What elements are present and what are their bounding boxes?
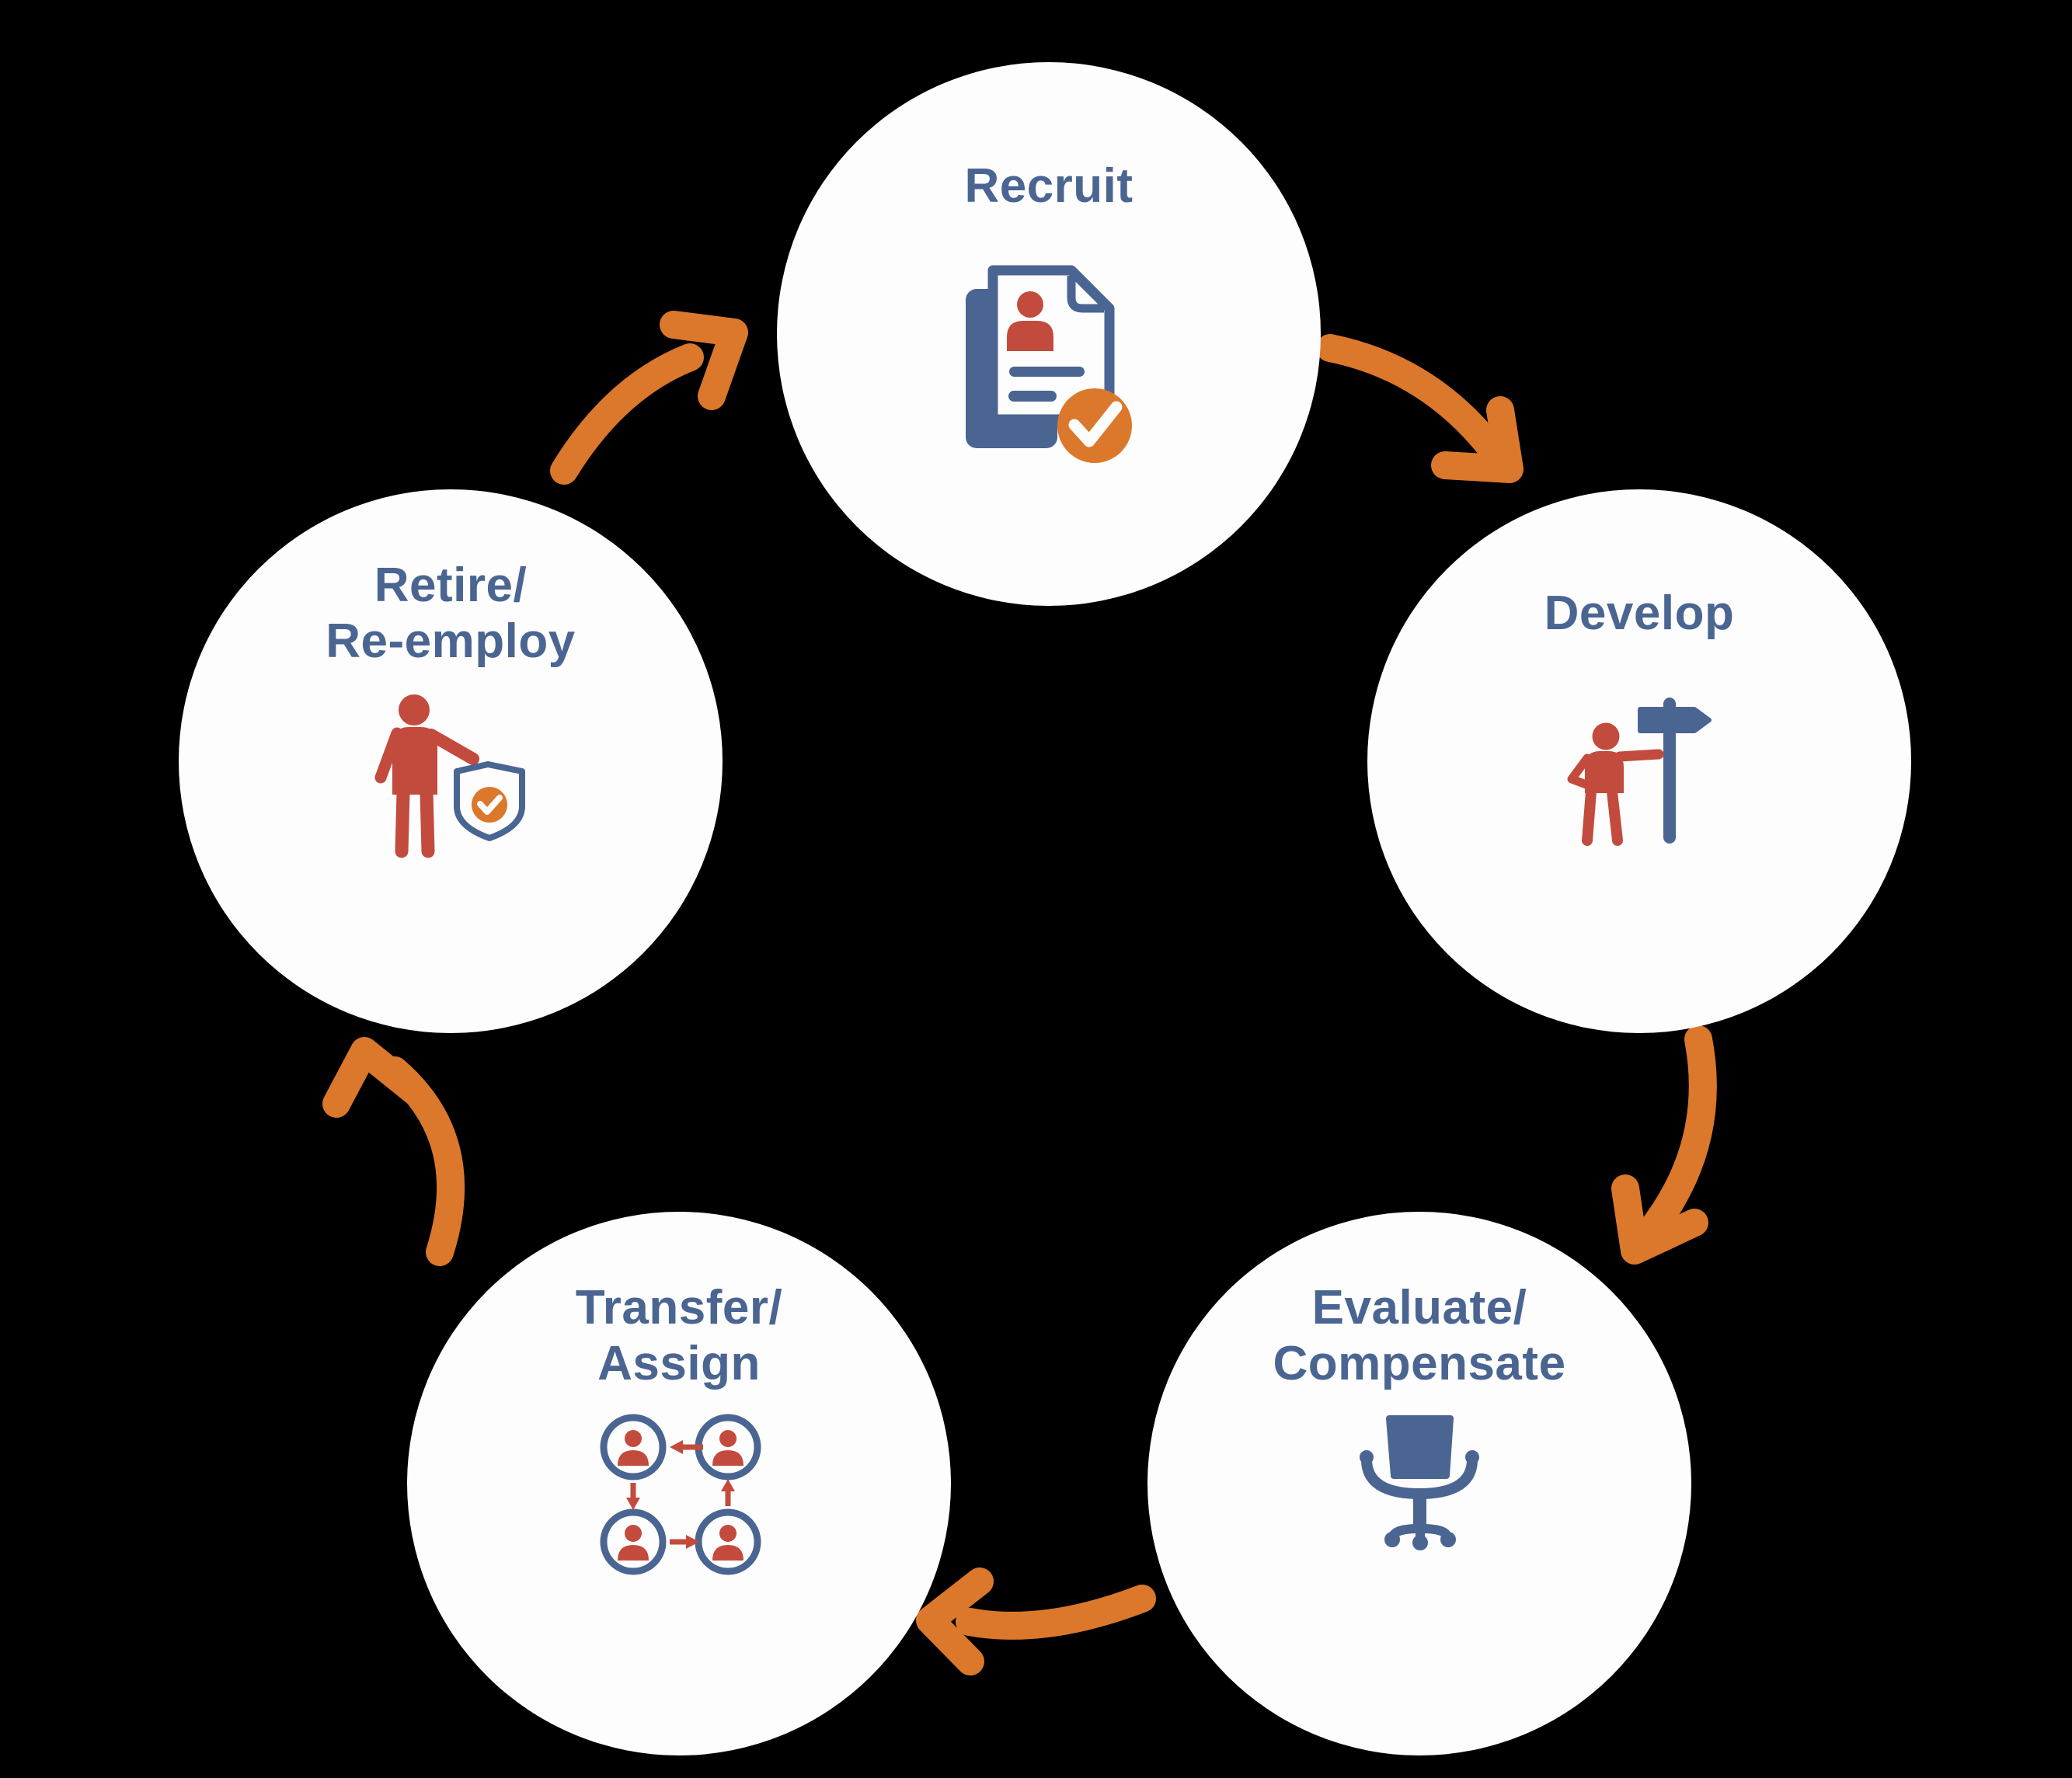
person-circle — [600, 1414, 666, 1481]
person-shield-check-icon — [374, 694, 525, 858]
arrow-develop-to-evaluate — [1611, 1025, 1717, 1265]
person-circle — [695, 1508, 761, 1575]
node-recruit-label: Recruit — [964, 159, 1134, 214]
person-circle — [695, 1414, 761, 1481]
arrow-retire-to-recruit — [550, 311, 748, 485]
node-recruit: Recruit — [777, 62, 1321, 606]
arrow-recruit-to-develop — [1316, 334, 1524, 483]
node-retire-reemploy: Retire/ Re-employ — [179, 489, 723, 1033]
node-develop-label: Develop — [1544, 586, 1735, 641]
node-evaluate-compensate-label: Evaluate/ Compensate — [1273, 1281, 1566, 1390]
node-retire-reemploy-label: Retire/ Re-employ — [326, 558, 576, 668]
node-transfer-assign-label: Transfer/ Assign — [575, 1281, 783, 1390]
arrow-evaluate-to-transfer — [916, 1567, 1156, 1675]
arrow-transfer-to-retire — [322, 1037, 465, 1266]
people-rotation-icon — [600, 1414, 761, 1575]
person-circle — [600, 1508, 666, 1575]
node-develop: Develop — [1367, 489, 1911, 1033]
office-chair-icon — [1359, 1415, 1479, 1550]
person-signpost-icon — [1567, 698, 1712, 846]
node-transfer-assign: Transfer/ Assign — [407, 1212, 951, 1755]
node-evaluate-compensate: Evaluate/ Compensate — [1147, 1212, 1691, 1755]
resume-check-icon — [966, 265, 1132, 463]
